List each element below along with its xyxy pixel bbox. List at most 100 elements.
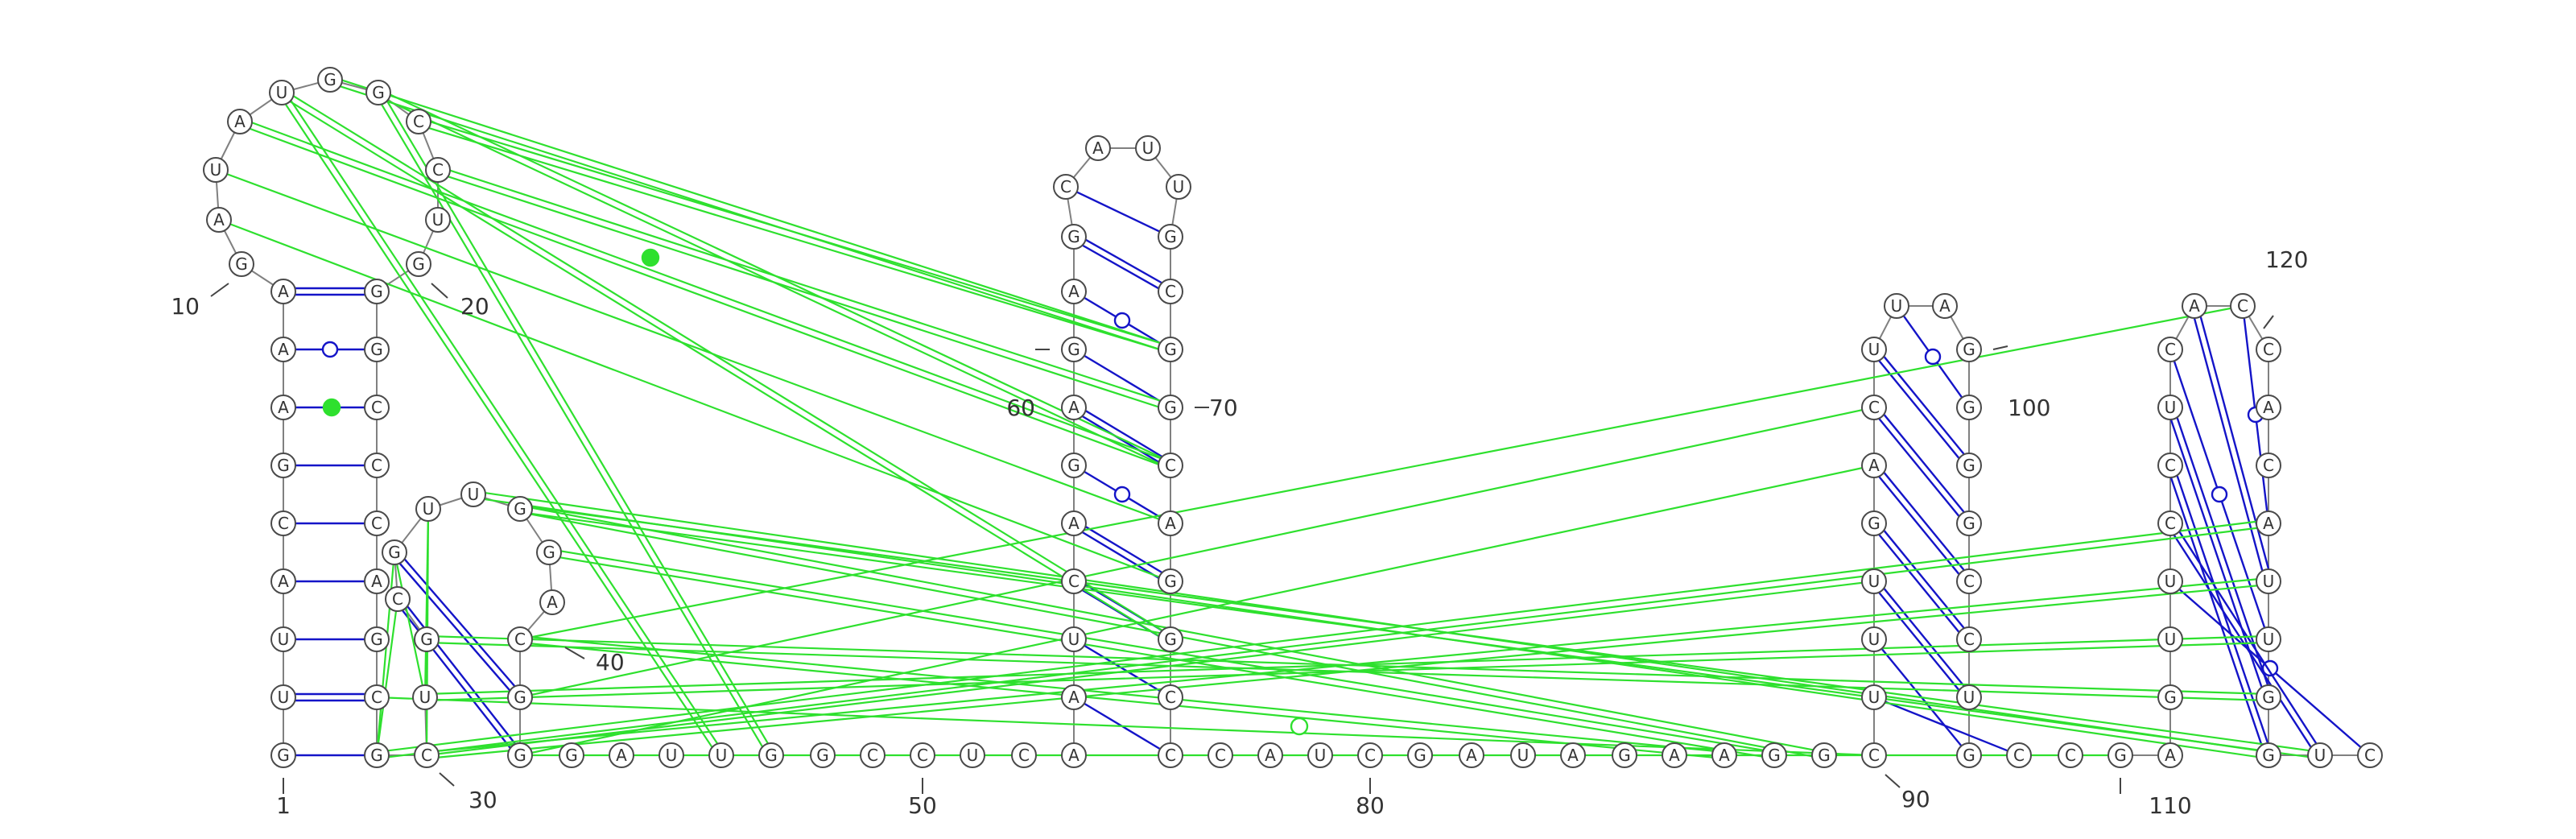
nucleotide-26[interactable]: A: [364, 568, 390, 594]
nucleotide-9[interactable]: A: [270, 279, 296, 304]
nucleotide-106[interactable]: U: [1956, 684, 1982, 710]
nucleotide-71[interactable]: C: [1158, 453, 1183, 478]
nucleotide-127[interactable]: G: [2256, 684, 2281, 710]
nucleotide-2[interactable]: U: [270, 684, 296, 710]
nucleotide-85[interactable]: G: [1612, 742, 1637, 768]
nucleotide-4[interactable]: A: [270, 568, 296, 594]
nucleotide-49[interactable]: C: [860, 742, 886, 768]
nucleotide-108[interactable]: C: [2006, 742, 2032, 768]
nucleotide-13[interactable]: A: [227, 109, 253, 134]
nucleotide-48[interactable]: G: [810, 742, 836, 768]
nucleotide-53[interactable]: A: [1061, 742, 1087, 768]
nucleotide-46[interactable]: U: [708, 742, 734, 768]
nucleotide-83[interactable]: U: [1510, 742, 1536, 768]
nucleotide-40[interactable]: C: [507, 626, 533, 652]
nucleotide-120[interactable]: C: [2230, 293, 2256, 319]
nucleotide-112[interactable]: G: [2157, 684, 2183, 710]
nucleotide-87[interactable]: A: [1711, 742, 1737, 768]
nucleotide-124[interactable]: A: [2256, 510, 2281, 536]
nucleotide-96[interactable]: C: [1861, 395, 1887, 420]
nucleotide-3[interactable]: U: [270, 626, 296, 652]
nucleotide-39[interactable]: A: [539, 589, 565, 615]
nucleotide-115[interactable]: C: [2157, 510, 2183, 536]
nucleotide-33[interactable]: C: [385, 586, 411, 612]
nucleotide-126[interactable]: U: [2256, 626, 2281, 652]
nucleotide-68[interactable]: C: [1158, 279, 1183, 304]
nucleotide-30[interactable]: C: [414, 742, 440, 768]
nucleotide-72[interactable]: A: [1158, 510, 1183, 536]
nucleotide-99[interactable]: A: [1932, 293, 1958, 319]
nucleotide-101[interactable]: G: [1956, 395, 1982, 420]
nucleotide-110[interactable]: G: [2107, 742, 2133, 768]
nucleotide-45[interactable]: U: [658, 742, 684, 768]
nucleotide-31[interactable]: U: [412, 684, 438, 710]
nucleotide-10[interactable]: G: [229, 251, 254, 277]
nucleotide-84[interactable]: A: [1560, 742, 1586, 768]
nucleotide-16[interactable]: G: [365, 80, 391, 105]
nucleotide-7[interactable]: A: [270, 395, 296, 420]
nucleotide-82[interactable]: A: [1459, 742, 1484, 768]
nucleotide-123[interactable]: C: [2256, 453, 2281, 478]
nucleotide-78[interactable]: A: [1257, 742, 1283, 768]
nucleotide-64[interactable]: A: [1085, 135, 1111, 161]
nucleotide-36[interactable]: U: [460, 481, 486, 507]
nucleotide-92[interactable]: U: [1861, 626, 1887, 652]
nucleotide-28[interactable]: C: [364, 684, 390, 710]
nucleotide-107[interactable]: G: [1956, 742, 1982, 768]
nucleotide-104[interactable]: C: [1956, 568, 1982, 594]
nucleotide-52[interactable]: C: [1011, 742, 1037, 768]
nucleotide-14[interactable]: U: [269, 80, 295, 105]
nucleotide-65[interactable]: U: [1135, 135, 1161, 161]
nucleotide-79[interactable]: U: [1307, 742, 1333, 768]
nucleotide-81[interactable]: G: [1407, 742, 1433, 768]
nucleotide-94[interactable]: G: [1861, 510, 1887, 536]
nucleotide-6[interactable]: G: [270, 453, 296, 478]
nucleotide-114[interactable]: U: [2157, 568, 2183, 594]
nucleotide-76[interactable]: C: [1158, 742, 1183, 768]
nucleotide-8[interactable]: A: [270, 337, 296, 362]
nucleotide-54[interactable]: A: [1061, 684, 1087, 710]
nucleotide-63[interactable]: C: [1053, 174, 1079, 200]
nucleotide-42[interactable]: G: [507, 742, 533, 768]
nucleotide-60[interactable]: G: [1061, 337, 1087, 362]
nucleotide-91[interactable]: U: [1861, 684, 1887, 710]
nucleotide-125[interactable]: U: [2256, 568, 2281, 594]
nucleotide-57[interactable]: A: [1061, 510, 1087, 536]
nucleotide-25[interactable]: C: [364, 510, 390, 536]
nucleotide-20[interactable]: G: [406, 251, 431, 277]
nucleotide-119[interactable]: A: [2182, 293, 2207, 319]
nucleotide-5[interactable]: C: [270, 510, 296, 536]
nucleotide-100[interactable]: G: [1956, 337, 1982, 362]
nucleotide-15[interactable]: G: [317, 67, 343, 93]
nucleotide-86[interactable]: A: [1662, 742, 1687, 768]
nucleotide-44[interactable]: A: [609, 742, 634, 768]
nucleotide-29[interactable]: G: [364, 742, 390, 768]
nucleotide-1[interactable]: G: [270, 742, 296, 768]
nucleotide-19[interactable]: U: [425, 207, 451, 233]
nucleotide-41[interactable]: G: [507, 684, 533, 710]
nucleotide-117[interactable]: U: [2157, 395, 2183, 420]
nucleotide-47[interactable]: G: [758, 742, 784, 768]
nucleotide-95[interactable]: A: [1861, 453, 1887, 478]
nucleotide-77[interactable]: C: [1208, 742, 1233, 768]
nucleotide-90[interactable]: C: [1861, 742, 1887, 768]
nucleotide-122[interactable]: A: [2256, 395, 2281, 420]
nucleotide-34[interactable]: G: [382, 539, 407, 565]
nucleotide-12[interactable]: U: [203, 157, 229, 183]
nucleotide-43[interactable]: G: [559, 742, 584, 768]
nucleotide-103[interactable]: G: [1956, 510, 1982, 536]
nucleotide-116[interactable]: C: [2157, 453, 2183, 478]
nucleotide-88[interactable]: G: [1761, 742, 1787, 768]
nucleotide-24[interactable]: C: [364, 453, 390, 478]
nucleotide-111[interactable]: A: [2157, 742, 2183, 768]
nucleotide-37[interactable]: G: [507, 496, 533, 522]
nucleotide-89[interactable]: G: [1811, 742, 1837, 768]
nucleotide-69[interactable]: G: [1158, 337, 1183, 362]
nucleotide-97[interactable]: U: [1861, 337, 1887, 362]
nucleotide-74[interactable]: G: [1158, 626, 1183, 652]
nucleotide-11[interactable]: A: [206, 207, 232, 233]
nucleotide-128[interactable]: G: [2256, 742, 2281, 768]
nucleotide-66[interactable]: U: [1166, 174, 1191, 200]
nucleotide-121[interactable]: C: [2256, 337, 2281, 362]
nucleotide-38[interactable]: G: [536, 539, 562, 565]
